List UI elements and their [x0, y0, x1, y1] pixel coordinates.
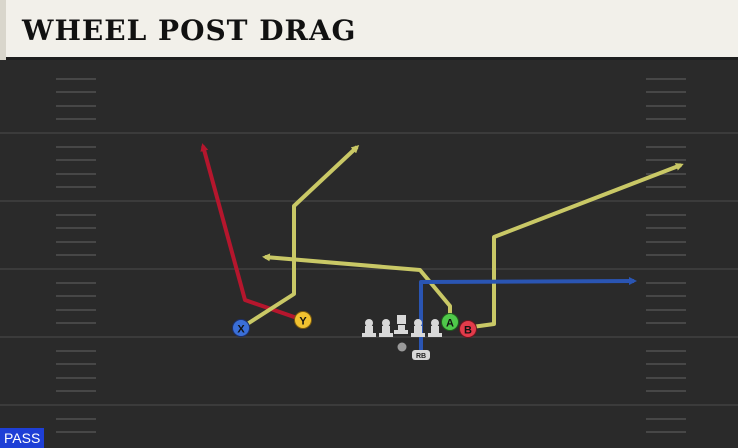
lineman-icon [362, 319, 376, 337]
quarterback-icon [397, 342, 407, 352]
player-x-button[interactable]: X [232, 319, 250, 337]
mode-badge: PASS [0, 428, 45, 448]
title-bar: WHEEL POST DRAG [0, 0, 738, 60]
route-b-corner[interactable] [471, 163, 684, 329]
center-icon [394, 315, 408, 334]
play-field: RB X Y A B [0, 60, 738, 448]
player-b-label: B [464, 325, 472, 337]
lineman-icon [379, 319, 393, 337]
rb-label: RB [416, 353, 426, 360]
lineman-icon [411, 319, 425, 337]
hash-marks-right [646, 78, 686, 433]
rb-tag[interactable]: RB [412, 350, 430, 360]
player-b-button[interactable]: B [459, 320, 477, 338]
player-y-label: Y [299, 316, 307, 328]
player-y-button[interactable]: Y [294, 311, 312, 329]
route-x-wheel[interactable] [200, 143, 301, 321]
player-x-label: X [237, 324, 245, 336]
play-title: WHEEL POST DRAG [22, 14, 357, 47]
hash-marks-left [56, 78, 96, 433]
yard-lines [0, 132, 738, 406]
play-diagram: RB X Y A B [0, 78, 738, 433]
title-accent [0, 0, 6, 60]
offensive-line [362, 315, 442, 337]
player-a-label: A [446, 318, 454, 330]
lineman-icon [428, 319, 442, 337]
player-a-button[interactable]: A [441, 313, 459, 331]
route-y-post[interactable] [239, 144, 360, 330]
